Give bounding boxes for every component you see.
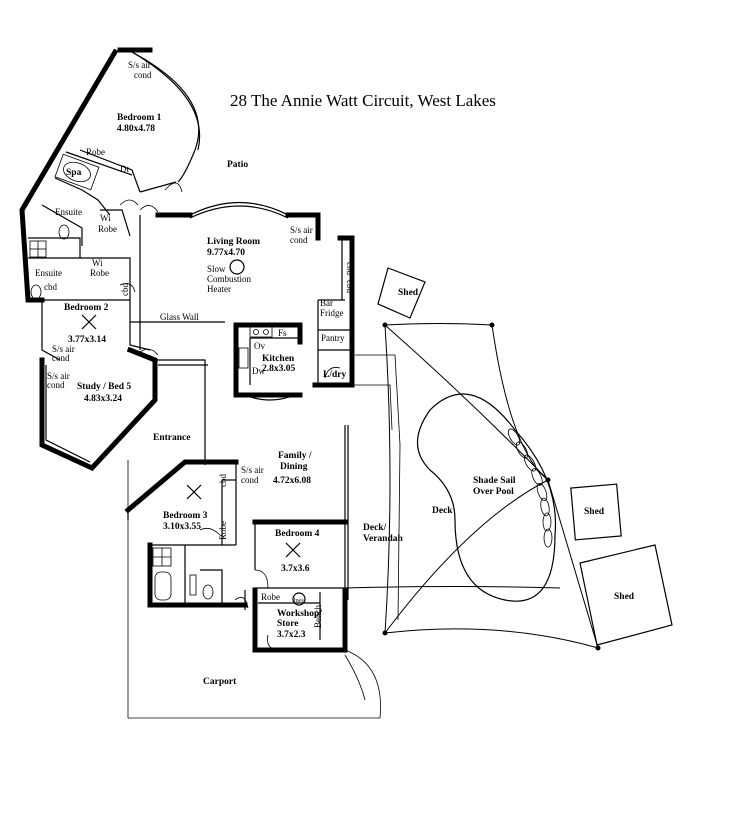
label-air-cond-b2-2: cond bbox=[52, 353, 70, 363]
label-cbd-3: cbd bbox=[345, 262, 355, 275]
label-fs: Fs bbox=[278, 328, 287, 338]
label-ov: Ov bbox=[254, 341, 265, 351]
spa-bath bbox=[54, 153, 100, 191]
sink-icon bbox=[238, 347, 249, 369]
heater-icon bbox=[229, 259, 245, 275]
label-entrance: Entrance bbox=[153, 433, 190, 443]
label-deck-verandah-2: Verandah bbox=[363, 534, 403, 544]
northwest-wing-walls bbox=[19, 47, 201, 472]
label-air-cond-b2: S/s air bbox=[52, 344, 75, 354]
label-workshop-1: Workshop/ bbox=[277, 609, 322, 619]
label-deck-verandah-1: Deck/ bbox=[363, 523, 387, 533]
label-cbd-4: cbd bbox=[345, 280, 355, 293]
bedroom3-walls bbox=[124, 459, 248, 610]
label-heater-3: Heater bbox=[207, 284, 231, 294]
bedroom1-curved-wall bbox=[127, 49, 200, 183]
label-robe-b1: Robe bbox=[86, 147, 105, 157]
label-robe-1: Robe bbox=[98, 224, 117, 234]
label-bedroom3-size: 3.10x3.55 bbox=[163, 522, 201, 532]
label-bedroom4-size: 3.7x3.6 bbox=[281, 564, 310, 574]
label-cbd-5: cbd bbox=[218, 474, 228, 487]
label-bar: Bar bbox=[320, 298, 333, 308]
shade-sail bbox=[344, 322, 601, 651]
bedroom4-walls bbox=[252, 519, 348, 653]
plan-title: 28 The Annie Watt Circuit, West Lakes bbox=[230, 91, 496, 110]
label-kitchen: Kitchen bbox=[262, 354, 295, 364]
label-workshop-2: Store bbox=[277, 619, 298, 629]
label-robe-2: Robe bbox=[90, 268, 109, 278]
label-pantry: Pantry bbox=[321, 333, 345, 343]
label-dw: Dw bbox=[252, 366, 265, 376]
label-heater-2: Combustion bbox=[207, 274, 252, 284]
label-glass-wall: Glass Wall bbox=[160, 312, 199, 322]
label-hws: hws bbox=[294, 598, 304, 604]
label-shed-1: Shed bbox=[398, 288, 419, 298]
label-living-size: 9.77x4.70 bbox=[207, 248, 245, 258]
label-air-cond-study-2: cond bbox=[47, 380, 65, 390]
label-deck: Deck bbox=[432, 506, 453, 516]
label-shade-sail-1: Shade Sail bbox=[473, 476, 516, 486]
label-air-cond-living: S/s air bbox=[290, 225, 313, 235]
label-bedroom1: Bedroom 1 bbox=[117, 113, 162, 123]
label-cbd-1: cbd bbox=[44, 282, 57, 292]
label-living: Living Room bbox=[207, 237, 260, 247]
label-bench: Bench bbox=[313, 605, 323, 628]
label-patio: Patio bbox=[227, 160, 248, 170]
label-spa: Spa bbox=[66, 168, 82, 178]
label-bedroom2: Bedroom 2 bbox=[64, 303, 109, 313]
label-kitchen-size: 2.8x3.05 bbox=[262, 364, 296, 374]
shed-right-small bbox=[570, 483, 622, 541]
ensuite-shower bbox=[29, 224, 70, 300]
label-bedroom3: Bedroom 3 bbox=[163, 511, 208, 521]
label-carport: Carport bbox=[203, 677, 237, 687]
label-dt: Dt bbox=[120, 164, 129, 174]
cooktop-icon bbox=[249, 326, 273, 338]
label-study-size: 4.83x3.24 bbox=[84, 394, 122, 404]
label-wi-2: Wi bbox=[92, 258, 103, 268]
label-shade-sail-2: Over Pool bbox=[473, 487, 514, 497]
label-bedroom2-size: 3.77x3.14 bbox=[68, 335, 106, 345]
label-bedroom4: Bedroom 4 bbox=[275, 529, 320, 539]
label-ensuite-1: Ensuite bbox=[55, 207, 82, 217]
label-ensuite-2: Ensuite bbox=[35, 268, 62, 278]
label-family-size: 4.72x6.08 bbox=[273, 476, 311, 486]
label-study: Study / Bed 5 bbox=[77, 382, 131, 392]
label-family-2: Dining bbox=[280, 462, 308, 472]
label-air-cond-study: S/s air bbox=[47, 371, 70, 381]
pool-outline bbox=[417, 393, 557, 602]
ceiling-fan-icon bbox=[81, 314, 301, 558]
label-air-cond-b1-2: cond bbox=[134, 70, 152, 80]
label-robe-b4: Robe bbox=[261, 592, 280, 602]
label-workshop-size: 3.7x2.3 bbox=[277, 630, 306, 640]
label-air-cond-living-2: cond bbox=[290, 235, 308, 245]
label-cbd-2: cbd bbox=[120, 283, 130, 296]
label-air-cond-family-2: cond bbox=[241, 475, 259, 485]
label-laundry: L/dry bbox=[323, 370, 346, 380]
label-shed-2: Shed bbox=[584, 507, 605, 517]
label-wi-1: Wi bbox=[100, 213, 111, 223]
label-heater-1: Slow bbox=[207, 264, 226, 274]
label-air-cond-b1: S/s air bbox=[128, 60, 151, 70]
label-fridge: Fridge bbox=[320, 308, 344, 318]
shed-right-large bbox=[579, 544, 673, 646]
label-family-1: Family / bbox=[278, 451, 312, 461]
bedroom3-bath-fittings bbox=[152, 547, 214, 601]
label-shed-3: Shed bbox=[614, 592, 635, 602]
label-air-cond-family: S/s air bbox=[241, 465, 264, 475]
door-swings bbox=[119, 182, 381, 719]
shed-top bbox=[377, 267, 426, 319]
main-house-walls bbox=[127, 202, 401, 719]
hws-icon bbox=[292, 592, 306, 606]
label-robe-b3: Robe bbox=[218, 521, 228, 540]
label-bedroom1-size: 4.80x4.78 bbox=[117, 124, 155, 134]
